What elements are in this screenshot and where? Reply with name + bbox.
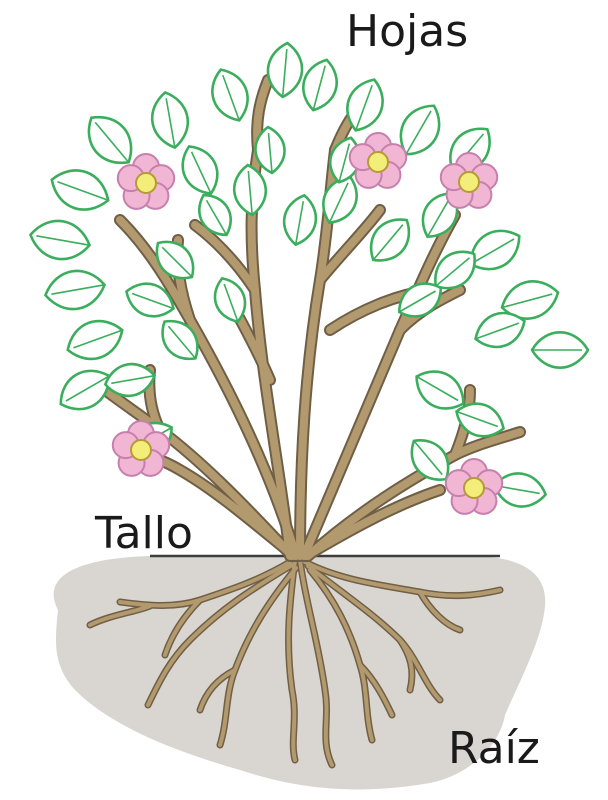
- leaf: [52, 361, 118, 420]
- leaf: [280, 193, 320, 248]
- leaf: [148, 89, 192, 150]
- leaf: [62, 313, 129, 367]
- flower-center: [131, 440, 151, 460]
- flower: [446, 459, 502, 514]
- leaf: [297, 56, 342, 115]
- flower-center: [136, 173, 156, 193]
- leaf: [266, 42, 305, 99]
- leaf: [45, 162, 114, 218]
- flower: [350, 133, 406, 188]
- leaf: [174, 140, 226, 201]
- label-leaves: Hojas: [346, 10, 468, 54]
- leaf: [205, 64, 255, 126]
- leaf: [27, 216, 93, 264]
- label-stem: Tallo: [95, 512, 193, 556]
- leaf: [232, 164, 268, 217]
- label-root: Raíz: [448, 727, 540, 771]
- flower-center: [464, 478, 484, 498]
- leaf: [532, 332, 588, 367]
- leaf: [42, 266, 108, 314]
- flower-center: [459, 172, 479, 192]
- flower-center: [368, 152, 388, 172]
